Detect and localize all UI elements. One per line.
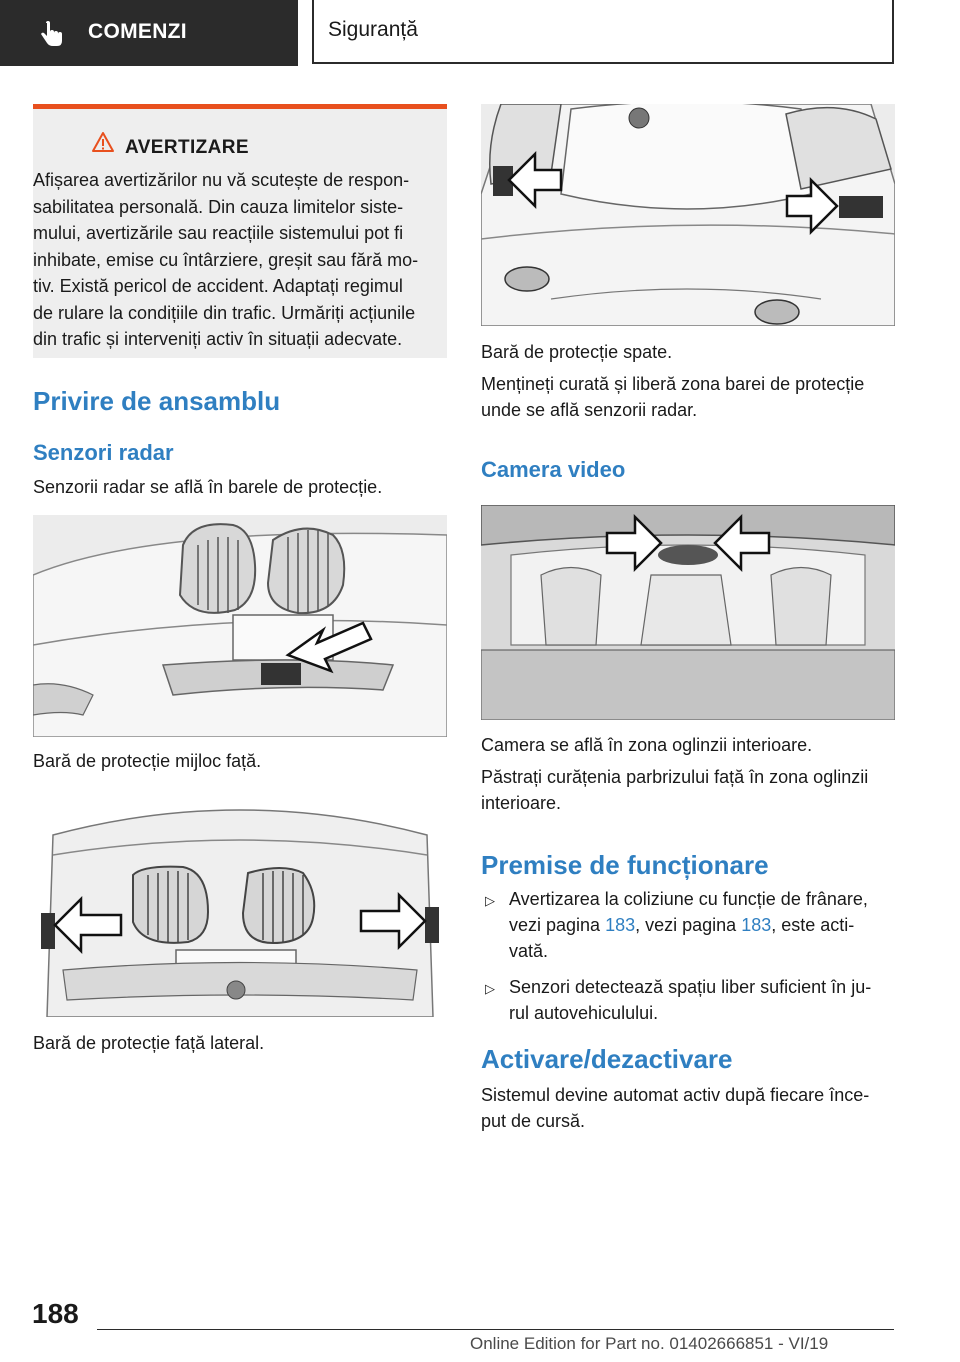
camera-interior-image <box>481 505 895 720</box>
bullet-triangle-icon: ▷ <box>485 981 495 996</box>
warning-line: sabilitatea personală. Din cauza limitel… <box>33 196 404 217</box>
page-reference-link[interactable]: 183 <box>741 915 772 935</box>
bullet-text-line: rul autovehiculului. <box>509 1003 659 1023</box>
page-title-box: Siguranță <box>312 0 894 64</box>
activation-text-line: Sistemul devine automat activ după fieca… <box>481 1085 870 1105</box>
rear-bumper-image <box>481 104 895 326</box>
page-number: 188 <box>32 1298 79 1329</box>
warning-line: din trafic și interveniți activ în situa… <box>33 329 403 349</box>
camera-text-line: Păstrați curățenia parbrizului față în z… <box>481 767 869 787</box>
page-title: Siguranță <box>328 18 418 41</box>
section-heading-activation: Activare/dezactivare <box>481 1044 733 1074</box>
bullet-text-line: vată. <box>509 941 549 961</box>
bullet-text-line: Avertizarea la coliziune cu funcție de f… <box>509 889 868 909</box>
caption-rear: Bară de protecție spate. <box>481 342 673 362</box>
rear-text-line: Mențineți curată și liberă zona barei de… <box>481 374 865 394</box>
bullet-text-part: , vezi pagina <box>635 915 742 935</box>
caption-front-middle: Bară de protecție mijloc față. <box>33 751 262 771</box>
section-heading-requirements: Premise de funcționare <box>481 850 769 880</box>
warning-triangle-icon <box>92 132 114 152</box>
warning-title: AVERTIZARE <box>125 137 249 158</box>
warning-text: Afișarea avertizărilor nu vă scutește de… <box>33 167 447 353</box>
footer-divider <box>97 1329 894 1330</box>
bullet-text-part: , este acti- <box>771 915 855 935</box>
hand-pointer-icon <box>41 21 62 46</box>
warning-line: tiv. Există pericol de accident. Adaptaț… <box>33 276 403 296</box>
camera-text-line: interioare. <box>481 793 562 813</box>
warning-line: de rulare la condițiile din trafic. Urmă… <box>33 302 416 323</box>
camera-caption: Camera se află în zona oglinzii interioa… <box>481 735 813 755</box>
warning-line: mului, avertizările sau reacțiile sistem… <box>33 223 404 243</box>
activation-text-line: put de cursă. <box>481 1111 586 1131</box>
chapter-tab[interactable]: COMENZI <box>0 0 298 66</box>
footer-edition: Online Edition for Part no. 01402666851 … <box>470 1334 829 1353</box>
warning-line: Afișarea avertizărilor nu vă scutește de… <box>33 170 410 190</box>
caption-front-lateral: Bară de protecție față lateral. <box>33 1033 265 1053</box>
warning-line: inhibate, emise cu întârziere, greșit sa… <box>33 249 419 270</box>
radar-intro-text: Senzorii radar se află în barele de prot… <box>33 477 383 497</box>
front-bumper-middle-image <box>33 515 447 737</box>
warning-box: AVERTIZARE Afișarea avertizărilor nu vă … <box>33 104 447 358</box>
section-heading-overview: Privire de ansamblu <box>33 386 281 416</box>
section-label: COMENZI <box>88 20 187 43</box>
front-bumper-lateral-image <box>33 795 447 1017</box>
bullet-text-part: vezi pagina <box>509 915 606 935</box>
subheading-radar-sensors: Senzori radar <box>33 440 174 465</box>
bullet-text-line: Senzori detectează spațiu liber suficien… <box>509 977 872 997</box>
bullet-text-line: vezi pagina 183, vezi pagina 183, este a… <box>509 912 854 938</box>
rear-text-line: unde se află senzorii radar. <box>481 400 698 420</box>
subheading-camera: Camera video <box>481 457 626 482</box>
bullet-triangle-icon: ▷ <box>485 893 495 908</box>
page-reference-link[interactable]: 183 <box>605 915 636 935</box>
